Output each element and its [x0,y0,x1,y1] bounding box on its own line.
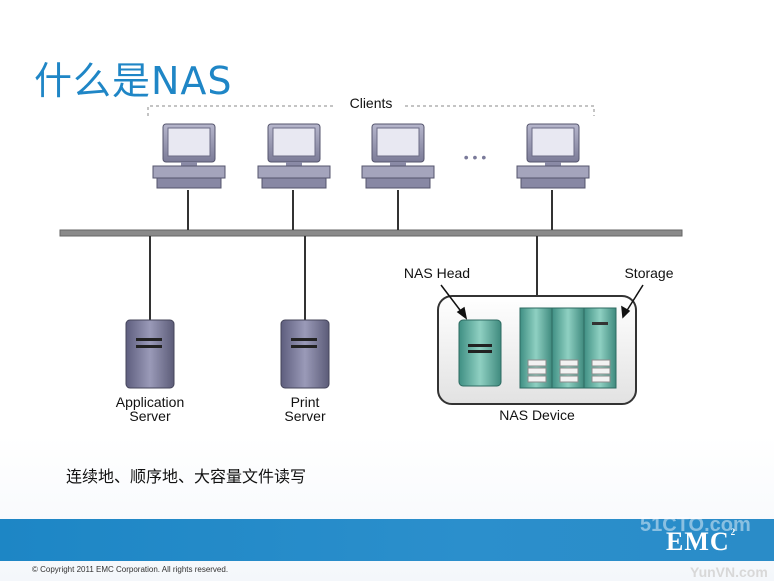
nas-head-label: NAS Head [404,265,470,281]
storage-label: Storage [624,265,673,281]
application-server-icon [125,319,175,389]
footer-band [0,519,774,561]
client-computer-icon [361,123,435,189]
pointer-arrows [440,284,644,320]
print-server-icon [280,319,330,389]
clients-label: Clients [350,95,393,111]
client-computer-icon [152,123,226,189]
application-server-label-line1: Application [116,394,185,410]
clients-ellipsis: • • • [464,149,487,165]
nas-device-label: NAS Device [499,407,575,423]
copyright-text: © Copyright 2011 EMC Corporation. All ri… [32,565,229,574]
logo-text: EMC [666,527,730,556]
clients-bracket [147,105,595,116]
watermark-bottom: YunVN.com [690,564,768,580]
network-bus [59,229,683,237]
network-links [149,190,553,320]
description-text: 连续地、顺序地、大容量文件读写 [66,467,307,486]
print-server-label-line1: Print [291,394,320,410]
print-server-label-line2: Server [284,408,326,424]
client-computer-icon [516,123,590,189]
emc-logo: EMC2 [666,527,736,557]
watermark-top: 51CTO.com [640,514,751,536]
client-computer-icon [257,123,331,189]
slide-title: 什么是NAS [34,59,233,103]
logo-superscript: 2 [730,527,737,537]
application-server-label-line2: Server [129,408,171,424]
storage-array-icon [519,307,617,389]
nas-head-icon [458,319,502,387]
